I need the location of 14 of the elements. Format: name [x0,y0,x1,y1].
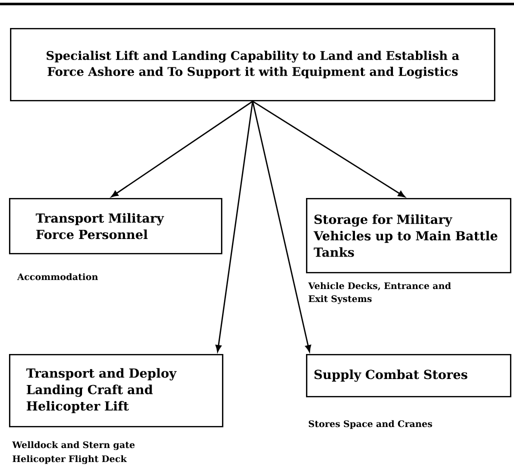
note-text: Stores Space and Cranes [308,420,432,429]
arrow [111,100,254,198]
function-box: Transport Military Force Personnel [9,198,222,254]
heading-box: Specialist Lift and Landing Capability to Land and Establish a Force Ashore and To Support it with Equipment and Logistics [10,28,496,102]
note-text: Vehicle Decks, Entrance and Exit Systems [308,282,451,304]
note-text: Accommodation [17,273,98,280]
function-box: Supply Combat Stores [306,354,512,398]
function-box: Storage for Military Vehicles up to Main Battle Tanks [306,198,512,274]
arrow [252,100,406,198]
note-text: Welldock and Stern gate [12,441,135,450]
arrow [215,101,254,352]
arrow [252,101,312,352]
note-text: Helicopter Flight Deck [12,455,127,464]
function-box: Transport and Deploy Landing Craft and Helicopter Lift [9,354,224,428]
